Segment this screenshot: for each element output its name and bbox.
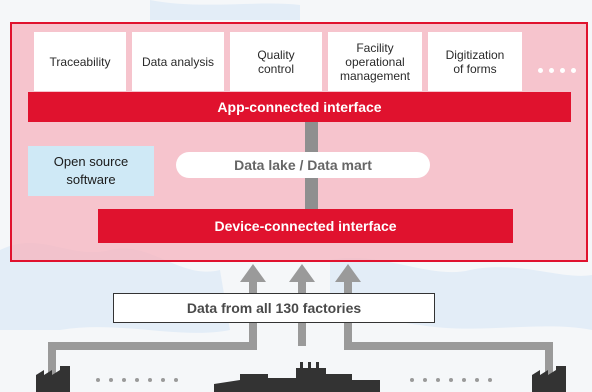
factory-icon (36, 366, 70, 392)
arrow-up-icon (289, 264, 315, 282)
factories-label: Data from all 130 factories (113, 293, 435, 323)
data-lake-box: Data lake / Data mart (176, 152, 430, 178)
app-box-traceability: Traceability (34, 32, 126, 91)
arrow-up-icon (335, 264, 361, 282)
ellipsis-icon (538, 60, 588, 73)
app-box-digitization-of-forms: Digitization of forms (428, 32, 522, 91)
arrow-up-icon (240, 264, 266, 282)
dots-right (410, 378, 501, 384)
open-source-software-box: Open source software (28, 146, 154, 196)
device-connected-interface: Device-connected interface (98, 209, 513, 243)
app-connected-interface: App-connected interface (28, 92, 571, 122)
factory-icon (214, 362, 380, 392)
platform-panel: Traceability Data analysis Quality contr… (10, 22, 588, 262)
dots-left (96, 378, 187, 384)
app-box-facility-management: Facility operational management (328, 32, 422, 91)
app-box-quality-control: Quality control (230, 32, 322, 91)
factory-icon (532, 366, 566, 392)
app-box-data-analysis: Data analysis (132, 32, 224, 91)
